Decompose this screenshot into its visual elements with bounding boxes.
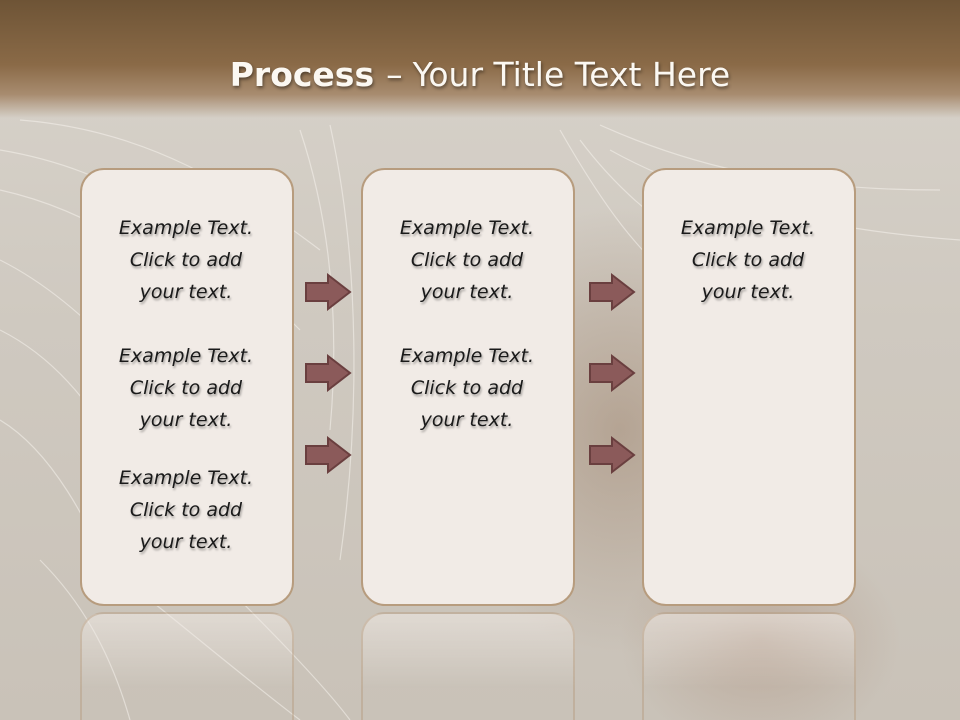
box-reflection-3 <box>642 612 856 720</box>
process-box-2[interactable] <box>361 168 575 606</box>
box-2-text-2[interactable]: Example Text. Click to add your text. <box>399 345 535 431</box>
right-arrow-icon <box>305 436 352 474</box>
title-rest-text: Your Title Text Here <box>412 55 731 94</box>
box-3-text-1[interactable]: Example Text. Click to add your text. <box>680 217 816 303</box>
box-reflection-2 <box>361 612 575 720</box>
title-bold-text: Process <box>229 55 375 94</box>
right-arrow-icon <box>589 354 636 392</box>
title-separator: – <box>386 55 403 94</box>
right-arrow-icon <box>589 436 636 474</box>
title-bar <box>0 0 960 118</box>
right-arrow-icon <box>305 273 352 311</box>
right-arrow-icon <box>589 273 636 311</box>
box-1-text-1[interactable]: Example Text. Click to add your text. <box>118 217 254 303</box>
process-box-1[interactable] <box>80 168 294 606</box>
right-arrow-icon <box>305 354 352 392</box>
box-1-text-2[interactable]: Example Text. Click to add your text. <box>118 345 254 431</box>
box-reflection-1 <box>80 612 294 720</box>
box-1-text-3[interactable]: Example Text. Click to add your text. <box>118 467 254 553</box>
slide-title[interactable]: Process–Your Title Text Here <box>0 52 960 98</box>
process-box-3[interactable] <box>642 168 856 606</box>
box-2-text-1[interactable]: Example Text. Click to add your text. <box>399 217 535 303</box>
